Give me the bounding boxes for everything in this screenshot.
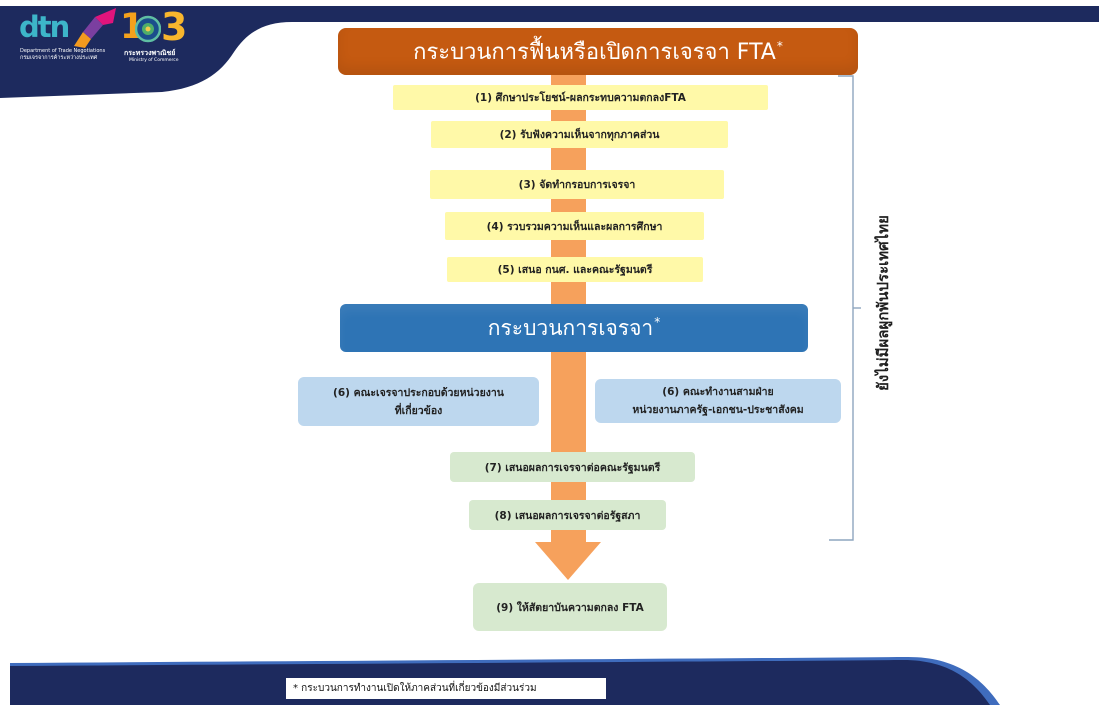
participation-marker: * — [654, 314, 661, 329]
team-line: (6) คณะทำงานสามฝ่าย — [662, 386, 774, 398]
step-7-report-to-cabinet: (7) เสนอผลการเจรจาต่อคณะรัฐมนตรี — [450, 452, 695, 482]
dtn-name-english: Department of Trade Negotiations — [20, 48, 106, 54]
step-2-public-hearing: (2) รับฟังความเห็นจากทุกภาคส่วน — [431, 121, 728, 148]
step-6-negotiating-team: (6) คณะเจรจาประกอบด้วยหน่วยงาน ที่เกี่ยว… — [298, 377, 539, 426]
dtn-logo-mark: dtn — [19, 10, 70, 44]
scope-bracket — [829, 75, 861, 541]
ministry-name-thai: กระทรวงพาณิชย์ — [124, 49, 176, 57]
footnote: * กระบวนการทำงานเปิดให้ภาคส่วนที่เกี่ยวข… — [286, 678, 606, 699]
team-line: (6) คณะเจรจาประกอบด้วยหน่วยงาน — [333, 386, 504, 399]
ministry-name-english: Ministry of Commerce — [129, 58, 179, 63]
step-8-report-to-parliament: (8) เสนอผลการเจรจาต่อรัฐสภา — [469, 500, 666, 530]
step-6-tripartite-working-group: (6) คณะทำงานสามฝ่าย หน่วยงานภาครัฐ-เอกชน… — [595, 379, 841, 423]
negotiation-process: กระบวนการเจรจา* — [488, 312, 660, 345]
dtn-name-thai: กรมเจรจาการค้าระหว่างประเทศ — [20, 55, 98, 61]
step-3-negotiation-framework: (3) จัดทำกรอบการเจรจา — [430, 170, 724, 199]
dtn-logo-chevrons-icon — [74, 8, 116, 48]
not-yet-binding-label: ยังไม่มีผลผูกพันประเทศไทย — [874, 215, 892, 391]
ministry-emblem-icon — [135, 15, 161, 43]
step-9-ratify-agreement: (9) ให้สัตยาบันความตกลง FTA — [473, 583, 667, 631]
process-title-box: กระบวนการฟื้นหรือเปิดการเจรจา FTA* — [338, 28, 858, 75]
process-title-text: กระบวนการฟื้นหรือเปิดการเจรจา FTA — [413, 40, 776, 65]
logo-digit-three: 3 — [161, 5, 188, 49]
team-line: ที่เกี่ยวข้อง — [394, 404, 443, 417]
negotiation-process-box: กระบวนการเจรจา* — [340, 304, 808, 352]
step-4-compile-opinions-studies: (4) รวบรวมความเห็นและผลการศึกษา — [445, 212, 704, 240]
step-5-submit-to-cabinet: (5) เสนอ กนศ. และคณะรัฐมนตรี — [447, 257, 703, 282]
step-1-study-benefits-impacts: (1) ศึกษาประโยชน์-ผลกระทบความตกลงFTA — [393, 85, 768, 110]
negotiation-process-title: กระบวนการเจรจา — [487, 315, 654, 340]
team-line: หน่วยงานภาครัฐ-เอกชน-ประชาสังคม — [632, 404, 804, 416]
participation-marker: * — [776, 39, 783, 53]
process-title: กระบวนการฟื้นหรือเปิดการเจรจา FTA* — [413, 34, 783, 69]
